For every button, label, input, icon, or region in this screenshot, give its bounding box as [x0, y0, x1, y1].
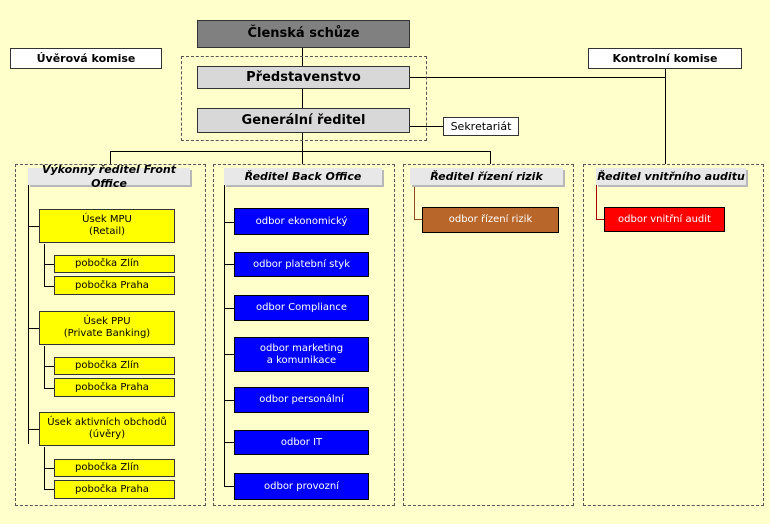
connector-line [224, 442, 234, 443]
connector-line [224, 354, 234, 355]
audit-department: odbor vnitřní audit [604, 207, 725, 232]
branch-box: pobočka Praha [54, 276, 175, 295]
back-office-department: odbor provozní [234, 473, 369, 500]
general-director-box: Generální ředitel [197, 108, 410, 133]
connector-line [224, 400, 234, 401]
secretariat-box: Sekretariát [443, 117, 519, 136]
branch-box: pobočka Zlín [54, 459, 175, 477]
connector-line [410, 77, 666, 78]
front-office-unit: Úsek PPU (Private Banking) [39, 311, 175, 345]
risk-department: odbor řízení rizik [422, 207, 559, 233]
connector-line [302, 88, 303, 108]
branch-box: pobočka Praha [54, 378, 175, 397]
connector-line [490, 151, 491, 164]
connector-line [28, 184, 29, 444]
back-office-department: odbor marketing a komunikace [234, 337, 369, 372]
control-committee-box: Kontrolní komise [588, 48, 742, 69]
front-office-unit: Úsek aktivních obchodů (úvěry) [39, 412, 175, 446]
audit-title: Ředitel vnitřního auditu [596, 168, 746, 185]
back-office-department: odbor personální [234, 387, 369, 413]
back-office-department: odbor platební styk [234, 252, 369, 277]
connector-line [224, 486, 234, 487]
connector-line [596, 219, 605, 220]
back-office-department: odbor Compliance [234, 295, 369, 321]
management-group-frame [181, 56, 427, 141]
audit-frame [583, 164, 764, 506]
front-office-unit: Úsek MPU (Retail) [39, 209, 175, 243]
connector-line [302, 132, 303, 151]
connector-line [44, 264, 54, 265]
connector-line [44, 244, 45, 286]
connector-line [44, 286, 54, 287]
connector-line [224, 308, 234, 309]
connector-line [44, 346, 45, 388]
back-office-frame [213, 164, 395, 506]
back-office-department: odbor ekonomický [234, 208, 369, 235]
credit-committee-box: Úvěrová komise [10, 48, 162, 69]
connector-line [28, 328, 40, 329]
back-office-department: odbor IT [234, 430, 369, 455]
connector-line [44, 366, 54, 367]
branch-box: pobočka Zlín [54, 357, 175, 375]
connector-line [224, 222, 234, 223]
risk-title: Ředitel řízení rizik [410, 168, 563, 185]
connector-line [665, 69, 666, 164]
board-of-directors-box: Představenstvo [197, 66, 410, 89]
connector-line [224, 264, 234, 265]
branch-box: pobočka Zlín [54, 255, 175, 273]
connector-line [224, 184, 225, 487]
connector-line [28, 226, 40, 227]
connector-line [414, 219, 423, 220]
connector-line [110, 151, 111, 164]
front-office-title: Výkonný ředitel Front Office [28, 163, 190, 190]
connector-line [414, 184, 415, 220]
branch-box: pobočka Praha [54, 480, 175, 499]
connector-line [28, 429, 40, 430]
back-office-title: Ředitel Back Office [224, 168, 382, 185]
front-office-frame [15, 164, 206, 506]
connector-line [44, 468, 54, 469]
connector-line [44, 489, 54, 490]
connector-line [44, 388, 54, 389]
connector-line [302, 151, 303, 164]
members-meeting-box: Členská schůze [197, 20, 410, 48]
connector-line [110, 151, 491, 152]
risk-frame [403, 164, 574, 506]
connector-line [596, 184, 597, 220]
